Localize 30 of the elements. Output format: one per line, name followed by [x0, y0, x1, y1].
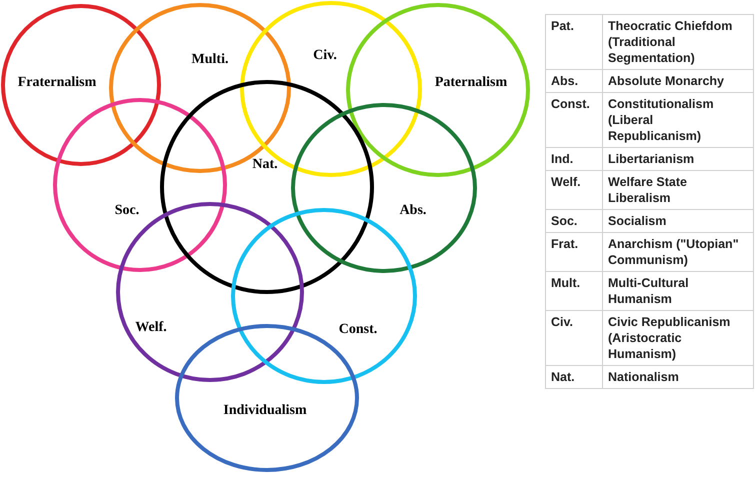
abbreviation-cell: Const. [546, 92, 602, 148]
abbreviation-cell: Ind. [546, 148, 602, 170]
abbreviation-cell: Welf. [546, 170, 602, 210]
circle-label: Welf. [135, 320, 167, 336]
abbreviation-cell: Nat. [546, 366, 602, 388]
circle-label: Multi. [192, 52, 228, 68]
abbreviation-cell: Pat. [546, 14, 602, 70]
term-cell: Absolute Monarchy [602, 70, 754, 92]
abbreviation-cell: Frat. [546, 232, 602, 272]
term-cell: Theocratic Chiefdom (Traditional Segmentation) [602, 14, 754, 70]
abbreviation-cell: Soc. [546, 210, 602, 232]
term-cell: Multi-Cultural Humanism [602, 272, 754, 310]
circle-label: Fraternalism [18, 75, 96, 91]
term-cell: Libertarianism [602, 148, 754, 170]
term-cell: Nationalism [602, 366, 754, 388]
abbreviation-cell: Abs. [546, 70, 602, 92]
circle-label: Civ. [313, 48, 337, 64]
circle-label: Individualism [223, 403, 307, 419]
term-cell: Civic Republicanism (Aristocratic Humanism) [602, 310, 754, 366]
abbreviation-cell: Civ. [546, 310, 602, 366]
abbreviation-cell: Mult. [546, 272, 602, 310]
term-cell: Socialism [602, 210, 754, 232]
term-cell: Constitutionalism (Liberal Republicanism) [602, 92, 754, 148]
circle-label: Paternalism [434, 75, 508, 91]
circle-label: Nat. [252, 157, 278, 173]
circle-label: Abs. [400, 203, 426, 219]
circle-label: Soc. [114, 203, 140, 219]
circle-label: Const. [338, 322, 378, 338]
term-cell: Anarchism ("Utopian" Communism) [602, 232, 754, 272]
term-cell: Welfare State Liberalism [602, 170, 754, 210]
